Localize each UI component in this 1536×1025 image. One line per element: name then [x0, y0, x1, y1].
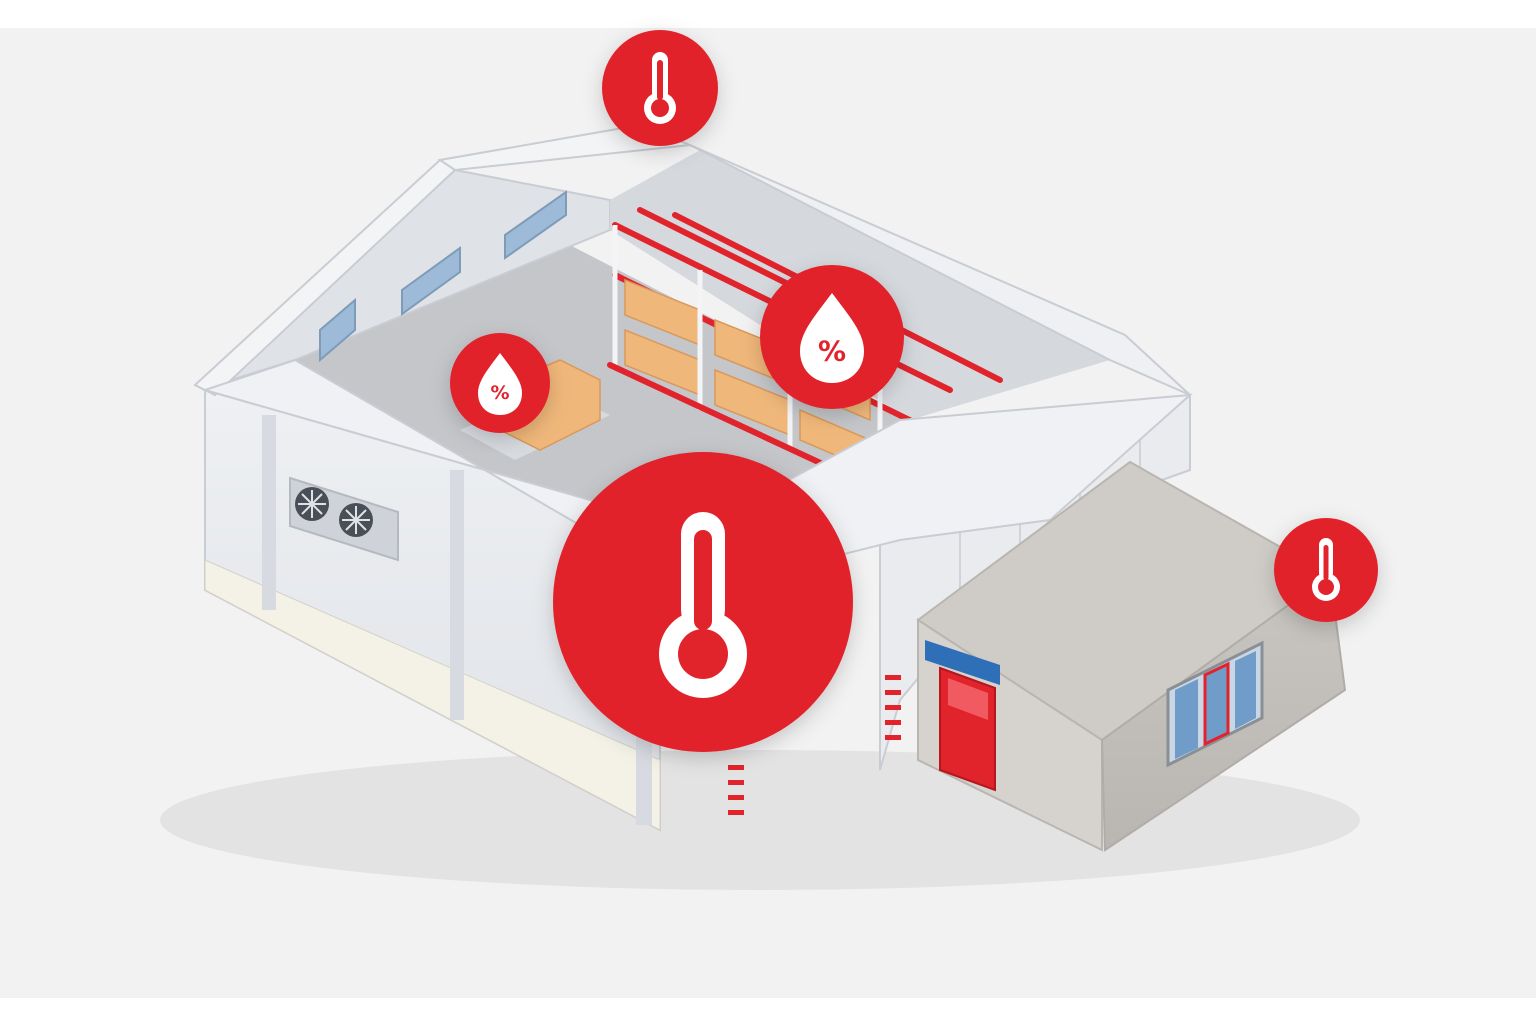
roof-parapet-right [689, 144, 1191, 396]
wall-pillar [450, 470, 464, 720]
thermometer-icon [1312, 538, 1340, 601]
window [319, 297, 356, 363]
annex-building [916, 460, 1347, 852]
window [401, 246, 461, 316]
warehouse-base-trim [204, 559, 661, 831]
ladder-marking [728, 675, 901, 815]
thermometer-icon [659, 512, 747, 698]
temperature-sensor-badge[interactable] [1274, 518, 1378, 622]
thermometer-icon [644, 52, 676, 124]
temperature-sensor-badge[interactable] [602, 30, 718, 146]
humidity-sensor-badge[interactable]: % [760, 265, 904, 409]
door-awning [925, 640, 1000, 685]
sensor-badges: % % [450, 30, 1378, 752]
condenser-unit [289, 476, 399, 562]
temperature-sensor-badge[interactable] [553, 452, 853, 752]
window [504, 190, 567, 260]
humidity-symbol: % [818, 335, 846, 368]
annex-window [1166, 640, 1264, 768]
humidity-symbol: % [490, 382, 509, 404]
wall-pillar [262, 415, 276, 610]
water-drop-icon: % [478, 353, 522, 415]
water-drop-icon: % [800, 293, 864, 383]
humidity-sensor-badge[interactable]: % [450, 333, 550, 433]
